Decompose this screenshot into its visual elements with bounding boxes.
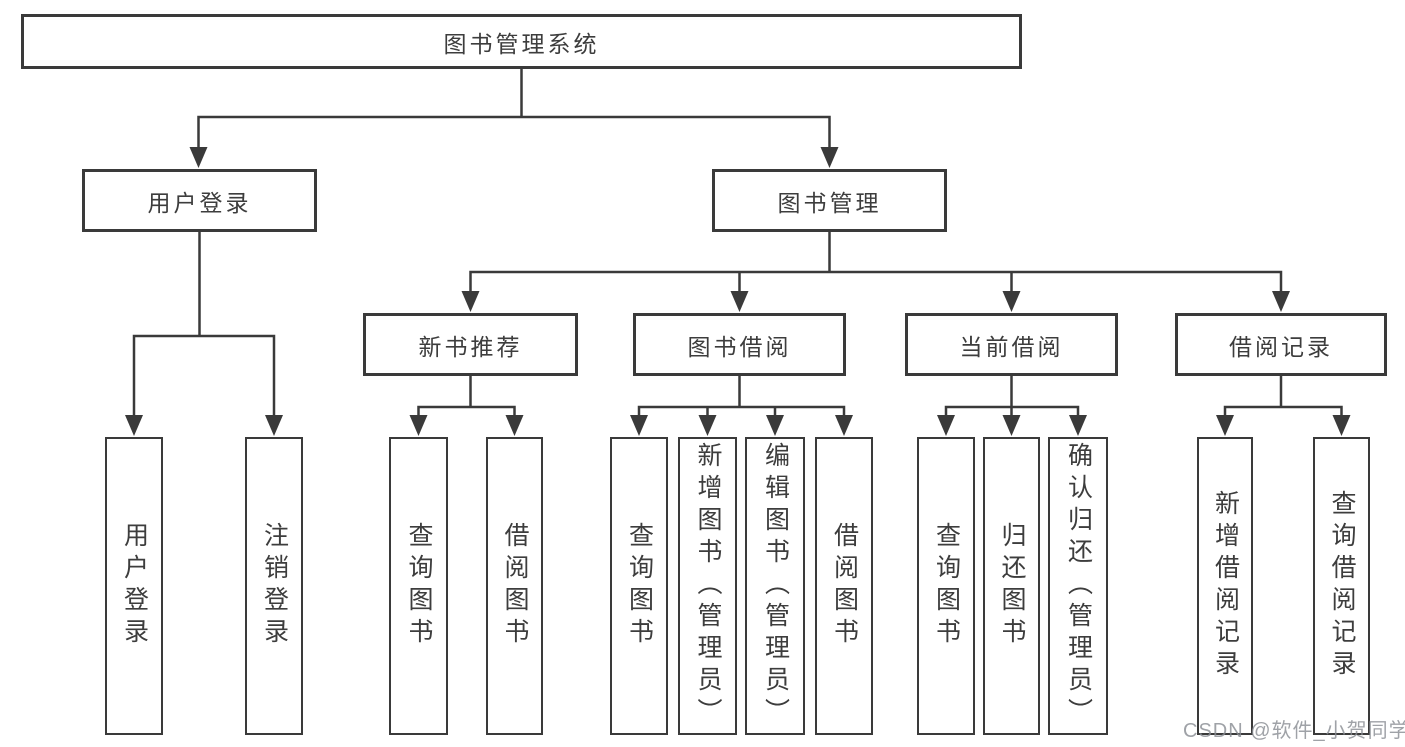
node-library-system: 图书管理系统 <box>21 14 1022 69</box>
leaf-edit-books-admin: 编辑图书（管理员） <box>745 437 805 735</box>
node-book-management: 图书管理 <box>712 169 947 232</box>
leaf-borrow-books: 借阅图书 <box>815 437 873 735</box>
connector-borrowrecord-to-leaves <box>1223 376 1343 417</box>
arrowhead-icon <box>820 147 839 168</box>
arrowhead-icon <box>835 415 853 436</box>
arrowhead-icon <box>1002 415 1021 436</box>
arrowhead-icon <box>189 147 208 168</box>
connector-bookmgmt-to-level2 <box>469 232 1283 293</box>
leaf-add-books-admin: 新增图书（管理员） <box>678 437 737 735</box>
arrowhead-icon <box>937 415 955 436</box>
leaf-query-books-recommend: 查询图书 <box>389 437 448 735</box>
arrowhead-icon <box>766 415 784 436</box>
node-borrowing-records: 借阅记录 <box>1175 313 1387 376</box>
leaf-user-login: 用户登录 <box>105 437 163 735</box>
arrowhead-icon <box>698 415 717 436</box>
arrowhead-icon <box>730 291 749 312</box>
connector-newbook-to-leaves <box>417 376 516 417</box>
connector-userlogin-to-leaves <box>132 232 276 417</box>
arrowhead-icon <box>1216 415 1234 436</box>
arrowhead-icon <box>461 291 480 312</box>
leaf-query-borrow-record: 查询借阅记录 <box>1313 437 1370 735</box>
leaf-logout: 注销登录 <box>245 437 303 735</box>
connector-currentborrow-to-leaves <box>944 376 1080 417</box>
leaf-query-books-current: 查询图书 <box>917 437 975 735</box>
arrowhead-icon <box>505 415 524 436</box>
arrowhead-icon <box>1272 291 1290 312</box>
arrowhead-icon <box>125 415 143 436</box>
arrowhead-icon <box>265 415 283 436</box>
leaf-query-books-borrow: 查询图书 <box>610 437 668 735</box>
node-new-book-recommendation: 新书推荐 <box>363 313 578 376</box>
arrowhead-icon <box>1069 415 1087 436</box>
connector-bookborrow-to-leaves <box>637 376 846 417</box>
leaf-confirm-return-admin: 确认归还（管理员） <box>1048 437 1108 735</box>
node-user-login: 用户登录 <box>82 169 317 232</box>
csdn-watermark: CSDN @软件_小贺同学 <box>1183 720 1405 742</box>
node-current-borrowing: 当前借阅 <box>905 313 1118 376</box>
arrowhead-icon <box>409 415 428 436</box>
arrowhead-icon <box>630 415 648 436</box>
connector-root-to-level1 <box>197 69 831 149</box>
leaf-return-books: 归还图书 <box>983 437 1040 735</box>
leaf-borrow-books-recommend: 借阅图书 <box>486 437 543 735</box>
leaf-add-borrow-record: 新增借阅记录 <box>1197 437 1253 735</box>
arrowhead-icon <box>1332 415 1351 436</box>
node-book-borrowing: 图书借阅 <box>633 313 846 376</box>
arrowhead-icon <box>1002 291 1021 312</box>
